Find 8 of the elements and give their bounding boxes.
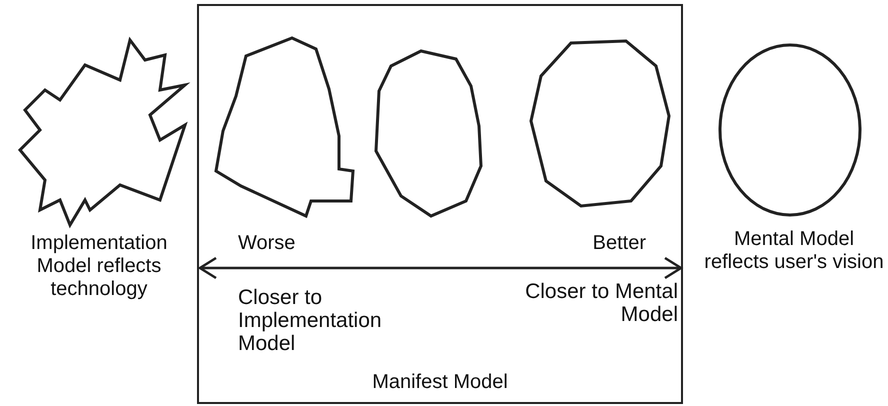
scale-label: Better — [592, 232, 646, 255]
frame-box — [197, 4, 683, 404]
caption-text: Implementation Model reflects technology — [30, 232, 168, 301]
caption-text: Mental Model reflects user's vision — [703, 228, 885, 274]
scale-label: Closer to Implementation Model — [238, 286, 383, 355]
box-title: Manifest Model — [371, 371, 509, 394]
scale-label: Closer to Mental Model — [524, 280, 678, 326]
scale-label: Worse — [238, 232, 296, 255]
